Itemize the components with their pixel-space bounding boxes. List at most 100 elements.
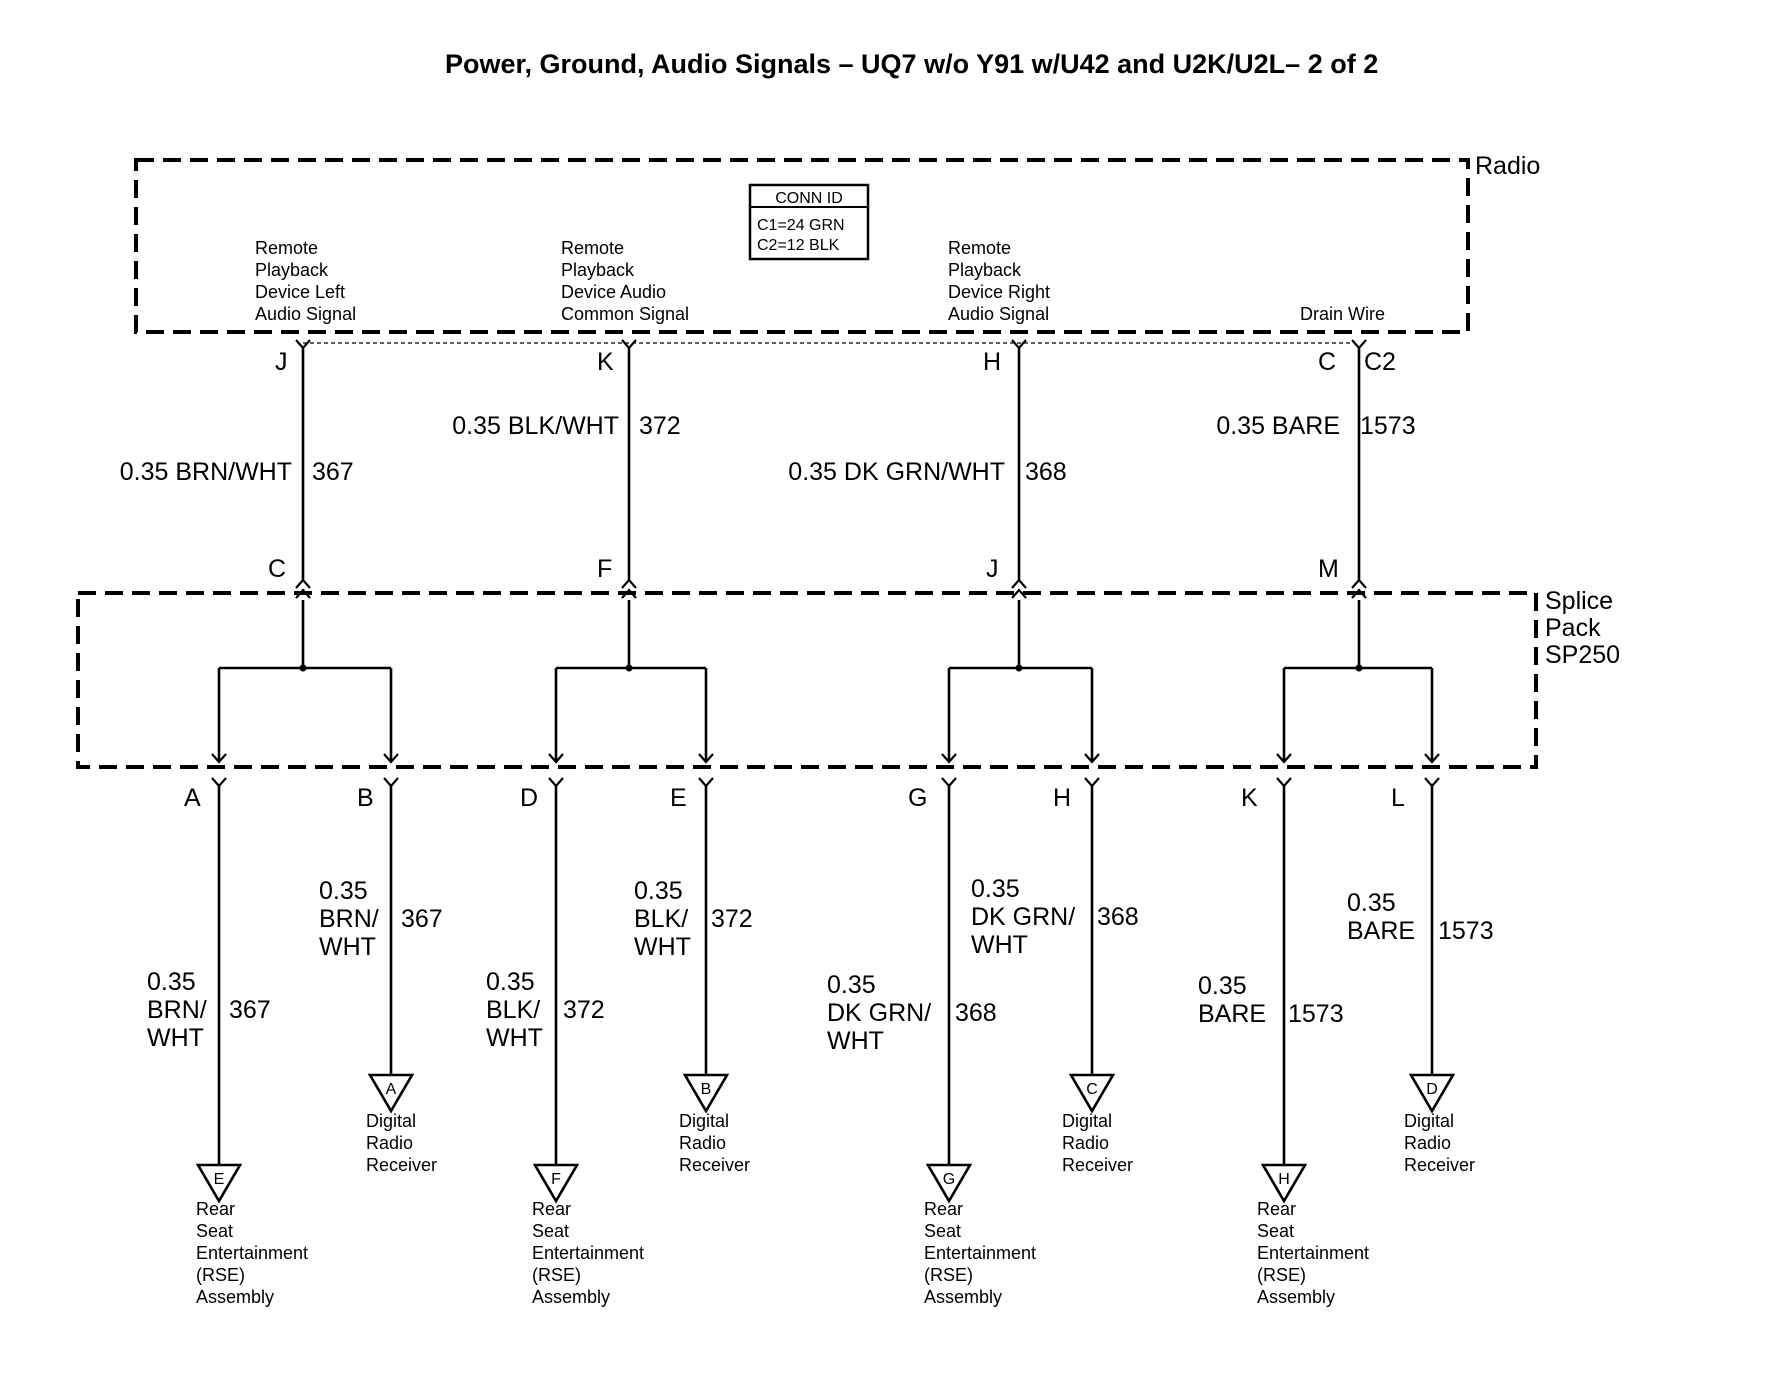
svg-text:0.35: 0.35 — [147, 968, 196, 996]
svg-text:BARE: BARE — [1347, 917, 1415, 945]
terminal-c — [1068, 1073, 1116, 1114]
terminal-h — [1260, 1163, 1308, 1204]
wiring-layer: E A F B G C H D — [195, 339, 1456, 1204]
svg-text:0.35: 0.35 — [827, 971, 876, 999]
splice-pin-b: B — [357, 784, 374, 812]
upper-wire-circuit-3: 368 — [1025, 458, 1067, 486]
terminal-b — [682, 1073, 730, 1114]
lower-wire-label-7: 0.35 BARE 1573 — [1198, 972, 1344, 1028]
splice-pin-h: H — [1053, 784, 1071, 812]
radio-pin-j: J — [275, 348, 288, 376]
upper-wire-spec-4: 0.35 BARE — [1216, 412, 1340, 440]
svg-text:WHT: WHT — [486, 1024, 543, 1052]
svg-text:Audio Signal: Audio Signal — [948, 304, 1049, 324]
splice-pin-d: D — [520, 784, 538, 812]
terminal-b-letter: B — [701, 1081, 712, 1098]
svg-text:1573: 1573 — [1288, 1000, 1344, 1028]
upper-wire-spec-2: 0.35 BLK/WHT — [452, 412, 619, 440]
terminal-c-letter: C — [1086, 1081, 1098, 1098]
radio-pin-k: K — [597, 348, 614, 376]
svg-text:(RSE): (RSE) — [1257, 1265, 1306, 1285]
svg-text:Digital: Digital — [366, 1111, 416, 1131]
dest-label-drr-d: Digital Radio Receiver — [1404, 1111, 1475, 1175]
radio-signal-drain: Drain Wire — [1300, 304, 1385, 324]
splice-pin-c: C — [268, 555, 286, 583]
svg-text:Rear: Rear — [196, 1199, 235, 1219]
svg-text:Seat: Seat — [196, 1221, 233, 1241]
svg-text:WHT: WHT — [827, 1027, 884, 1055]
splice-pack-label: Splice Pack SP250 — [1545, 587, 1620, 669]
svg-text:Assembly: Assembly — [196, 1287, 274, 1307]
splice-branch-arrow-4-right — [1424, 753, 1440, 764]
splice-bottom-connector-4-left — [1276, 777, 1292, 788]
splice-bottom-connector-2-right — [698, 777, 714, 788]
svg-text:DK GRN/: DK GRN/ — [971, 903, 1075, 931]
svg-text:Entertainment: Entertainment — [196, 1243, 308, 1263]
svg-text:Radio: Radio — [1062, 1133, 1109, 1153]
svg-text:0.35: 0.35 — [319, 877, 368, 905]
dest-label-rse-g: Rear Seat Entertainment (RSE) Assembly — [924, 1199, 1036, 1307]
svg-text:Receiver: Receiver — [1062, 1155, 1133, 1175]
lower-wire-label-8: 0.35 BARE 1573 — [1347, 889, 1494, 945]
splice-top-connector-4 — [1351, 578, 1367, 589]
svg-text:(RSE): (RSE) — [196, 1265, 245, 1285]
dest-label-rse-e: Rear Seat Entertainment (RSE) Assembly — [196, 1199, 308, 1307]
splice-bottom-connector-4-right — [1424, 777, 1440, 788]
svg-text:Digital: Digital — [679, 1111, 729, 1131]
svg-text:BLK/: BLK/ — [486, 996, 540, 1024]
svg-text:Playback: Playback — [255, 260, 329, 280]
terminal-a — [367, 1073, 415, 1114]
svg-text:(RSE): (RSE) — [924, 1265, 973, 1285]
dest-label-drr-b: Digital Radio Receiver — [679, 1111, 750, 1175]
lower-wire-label-6: 0.35 DK GRN/ WHT 368 — [971, 875, 1139, 959]
svg-text:Rear: Rear — [532, 1199, 571, 1219]
terminal-h-letter: H — [1278, 1171, 1290, 1188]
terminal-f — [532, 1163, 580, 1204]
dest-label-drr-a: Digital Radio Receiver — [366, 1111, 437, 1175]
svg-text:Radio: Radio — [679, 1133, 726, 1153]
terminal-a-letter: A — [386, 1081, 397, 1098]
radio-label: Radio — [1475, 152, 1540, 180]
svg-text:368: 368 — [955, 999, 997, 1027]
svg-text:Digital: Digital — [1404, 1111, 1454, 1131]
svg-text:Radio: Radio — [366, 1133, 413, 1153]
radio-pin-connector-3 — [1011, 339, 1027, 350]
splice-pin-g: G — [908, 784, 927, 812]
upper-wire-spec-1: 0.35 BRN/WHT — [120, 458, 292, 486]
splice-branch-arrow-3-left — [941, 753, 957, 764]
upper-wire-spec-3: 0.35 DK GRN/WHT — [788, 458, 1005, 486]
svg-text:Entertainment: Entertainment — [924, 1243, 1036, 1263]
diagram-title: Power, Ground, Audio Signals – UQ7 w/o Y… — [445, 49, 1378, 79]
svg-text:Rear: Rear — [1257, 1199, 1296, 1219]
svg-text:SP250: SP250 — [1545, 641, 1620, 669]
svg-text:1573: 1573 — [1438, 917, 1494, 945]
svg-text:Remote: Remote — [561, 238, 624, 258]
splice-pin-m: M — [1318, 555, 1339, 583]
terminal-g — [925, 1163, 973, 1204]
radio-pin-connector-4 — [1351, 339, 1367, 350]
splice-pin-f: F — [597, 555, 612, 583]
lower-wire-label-4: 0.35 BLK/ WHT 372 — [634, 877, 753, 961]
svg-text:BRN/: BRN/ — [319, 905, 379, 933]
terminal-g-letter: G — [943, 1171, 955, 1188]
svg-text:Entertainment: Entertainment — [532, 1243, 644, 1263]
svg-text:Device Right: Device Right — [948, 282, 1050, 302]
svg-text:Rear: Rear — [924, 1199, 963, 1219]
radio-signal-common: Remote Playback Device Audio Common Sign… — [561, 238, 689, 324]
svg-text:WHT: WHT — [319, 933, 376, 961]
svg-text:(RSE): (RSE) — [532, 1265, 581, 1285]
svg-text:Receiver: Receiver — [1404, 1155, 1475, 1175]
splice-branch-arrow-2-right — [698, 753, 714, 764]
splice-pin-a: A — [184, 784, 201, 812]
svg-text:0.35: 0.35 — [1347, 889, 1396, 917]
svg-text:Seat: Seat — [924, 1221, 961, 1241]
splice-top-arrow-1 — [295, 588, 311, 599]
svg-text:WHT: WHT — [634, 933, 691, 961]
conn-id-c2: C2=12 BLK — [757, 237, 840, 254]
upper-wire-circuit-2: 372 — [639, 412, 681, 440]
lower-wire-label-3: 0.35 BLK/ WHT 372 — [486, 968, 605, 1052]
radio-signal-right: Remote Playback Device Right Audio Signa… — [948, 238, 1050, 324]
splice-bottom-connector-2-left — [548, 777, 564, 788]
splice-pin-e: E — [670, 784, 687, 812]
lower-wire-label-2: 0.35 BRN/ WHT 367 — [319, 877, 443, 961]
